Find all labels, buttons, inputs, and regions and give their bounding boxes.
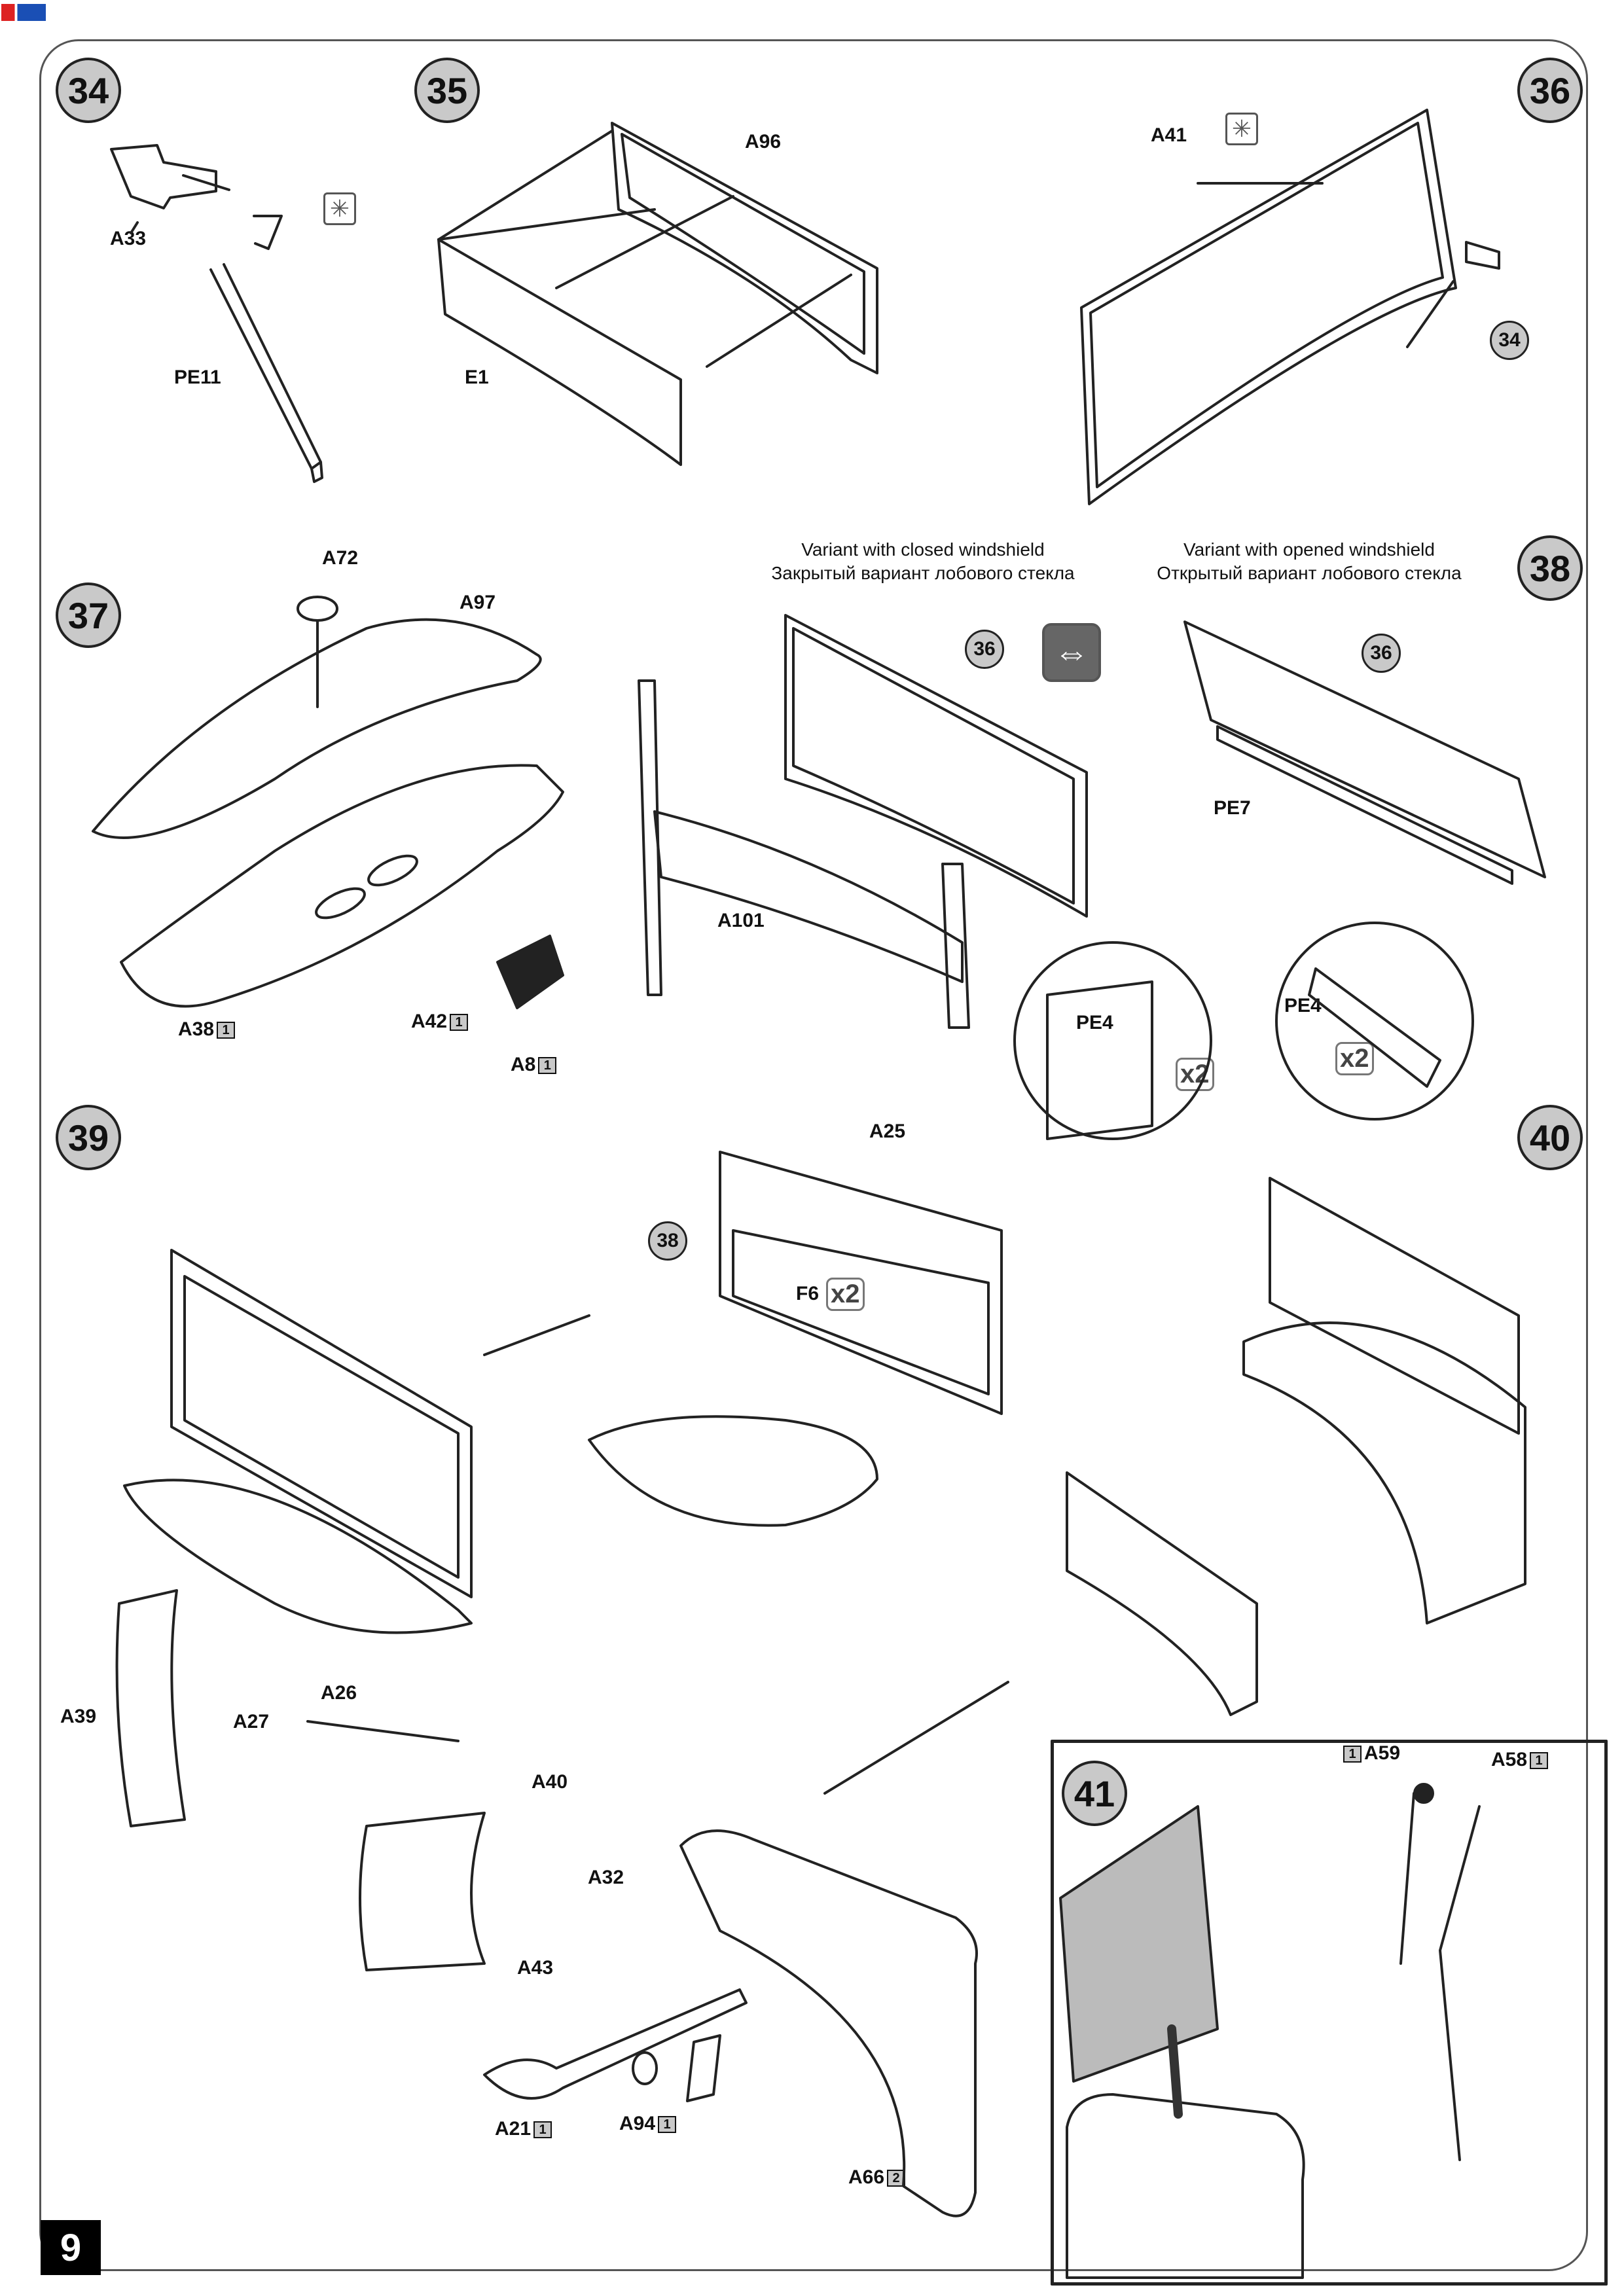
sprue-A59: 1 <box>1343 1746 1362 1763</box>
sprue-A21: 1 <box>533 2121 552 2139</box>
step-37: 37 <box>56 583 121 648</box>
label-A33: A33 <box>110 228 147 249</box>
step-39: 39 <box>56 1105 121 1170</box>
label-A72: A72 <box>322 547 359 569</box>
glue-icon: ✳ <box>1225 113 1258 145</box>
publisher-logo-block <box>1 4 46 21</box>
ref-step-36-closed: 36 <box>965 630 1004 669</box>
label-A26: A26 <box>321 1682 357 1704</box>
option-choice-icon: ⇔ <box>1042 623 1101 682</box>
ref-step-36-open: 36 <box>1362 634 1401 673</box>
step-39-center-drawing <box>588 1151 1003 1527</box>
label-A25: A25 <box>869 1121 906 1142</box>
label-A43: A43 <box>517 1957 554 1979</box>
label-PE4-closed: PE4 <box>1076 1012 1113 1033</box>
variant-opened-ru: Открытый вариант лобового стекла <box>1157 563 1462 583</box>
step-39-drawing <box>115 1249 590 1971</box>
variant-closed-caption: Variant with closed windshield Закрытый … <box>753 538 1093 585</box>
step-40-drawing <box>823 1177 1526 1795</box>
sprue-A38: 1 <box>217 1022 236 1039</box>
variant-closed-ru: Закрытый вариант лобового стекла <box>771 563 1075 583</box>
label-A66-text: A66 <box>848 2166 885 2188</box>
label-PE11: PE11 <box>174 367 221 388</box>
step-40-lower-drawing <box>483 1829 978 2217</box>
label-A40: A40 <box>532 1771 568 1793</box>
label-A21-text: A21 <box>495 2118 532 2140</box>
label-PE7: PE7 <box>1214 797 1251 819</box>
label-A101: A101 <box>717 910 765 931</box>
label-E1: E1 <box>465 367 489 388</box>
step-36-drawing <box>1080 109 1500 505</box>
label-A8-text: A8 <box>511 1054 536 1075</box>
ref-step-34: 34 <box>1490 321 1529 360</box>
glue-icon: ✳ <box>323 192 356 225</box>
qty-f6: x2 <box>826 1278 865 1311</box>
step-35: 35 <box>414 58 480 123</box>
sprue-A42: 1 <box>450 1014 469 1031</box>
label-A41: A41 <box>1151 124 1187 146</box>
label-F6: F6 <box>796 1283 820 1304</box>
step-37-drawing <box>92 596 564 1009</box>
page-frame <box>39 39 1588 2271</box>
label-A96: A96 <box>745 131 782 152</box>
variant-closed-en: Variant with closed windshield <box>801 539 1045 560</box>
label-A27: A27 <box>233 1711 270 1732</box>
label-A42-text: A42 <box>411 1011 448 1032</box>
variant-opened-en: Variant with opened windshield <box>1183 539 1435 560</box>
ref-step-38: 38 <box>648 1221 687 1261</box>
page-number: 9 <box>41 2220 101 2275</box>
qty-pe4-open: x2 <box>1335 1042 1374 1075</box>
step-38-opened-drawing <box>1183 620 1546 1121</box>
step-34: 34 <box>56 58 121 123</box>
label-A59-text: A59 <box>1364 1742 1401 1764</box>
sprue-A94: 1 <box>658 2116 677 2134</box>
label-A94-text: A94 <box>619 2113 656 2134</box>
step-35-drawing <box>437 122 878 466</box>
step-34-drawing <box>110 144 323 483</box>
step-36: 36 <box>1517 58 1583 123</box>
label-A38-text: A38 <box>178 1018 215 1040</box>
variant-opened-caption: Variant with opened windshield Открытый … <box>1139 538 1479 585</box>
step-38: 38 <box>1517 535 1583 601</box>
step-41-inset-frame <box>1052 1741 1606 2284</box>
step-38-closed-drawing <box>638 614 1212 1140</box>
sprue-A58: 1 <box>1530 1752 1549 1770</box>
step-41: 41 <box>1062 1761 1127 1826</box>
label-A39: A39 <box>60 1706 97 1727</box>
step-40: 40 <box>1517 1105 1583 1170</box>
label-A58-text: A58 <box>1491 1749 1528 1770</box>
label-A32: A32 <box>588 1867 624 1888</box>
label-A97: A97 <box>460 592 496 613</box>
sprue-A8: 1 <box>538 1057 557 1075</box>
